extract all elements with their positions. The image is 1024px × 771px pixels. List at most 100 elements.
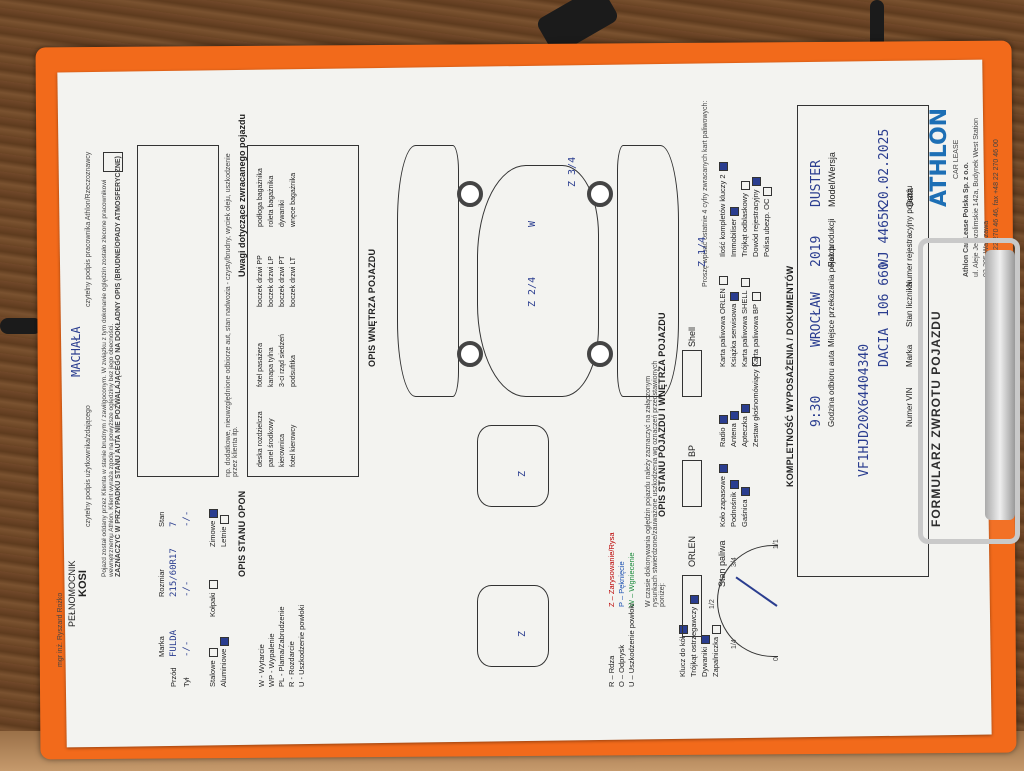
car-side-view-2 (617, 145, 679, 397)
agent-name: mgr inż. Ryszard Rożko (57, 592, 64, 667)
card-orlen-input[interactable] (682, 575, 702, 637)
damage-legend: Z – Zarysowanie/Rysa P – Pęknięcie W – W… (607, 532, 637, 607)
wheel (457, 341, 483, 367)
legend-item: U - Uszkodzenie powłoki (297, 604, 306, 687)
card-shell-label: Shell (687, 326, 697, 347)
tyre-type[interactable]: Stalowe (207, 617, 218, 687)
equipment-item[interactable]: Karta paliwowa ORLEN (717, 276, 728, 367)
tyre-type[interactable]: Letnie (218, 477, 229, 547)
equipment-item[interactable]: Radio (717, 357, 728, 447)
equipment-col2: Karta paliwowa ORLEN Książka serwisowa K… (717, 276, 761, 367)
equipment-item[interactable]: Podnośnik (728, 464, 739, 527)
wheel (457, 181, 483, 207)
car-side-view (397, 145, 459, 397)
interior-row-label: podłoga bagażnika (257, 168, 264, 227)
wheel (587, 341, 613, 367)
tyre-cell: FULDA (169, 629, 179, 657)
equipment-item[interactable]: Gaśnica (739, 464, 750, 527)
legend-item: Z – Zarysowanie/Rysa (607, 532, 616, 607)
interior-row-label: wnęce bagażnika (290, 172, 297, 227)
interior-row-label: roleta bagażnika (268, 175, 275, 227)
notes-input[interactable] (137, 145, 219, 477)
tyre-type[interactable]: Aluminiowe (218, 617, 229, 687)
legend-item: U – Uszkodzenie powłoki (627, 603, 636, 687)
equipment-item[interactable]: Apteczka (739, 357, 750, 447)
damage-mark: Z (517, 470, 528, 477)
equipment-col1: Ilość kompletów kluczy 2 Immobiliser Tró… (717, 162, 772, 257)
damage-mark: Z 1/4 (697, 236, 708, 267)
equipment-item[interactable]: Polisa ubezp. OC (761, 162, 772, 257)
legend-item: W - Wytarcie (257, 644, 266, 687)
gauge-tick: 1/4 (731, 639, 738, 649)
car-top-view (477, 165, 599, 397)
tyre-cell: 215/60R17 (169, 548, 179, 597)
equipment-item[interactable]: Antena (728, 357, 739, 447)
godzina-label: Godzina odbioru auta (827, 350, 836, 428)
tyre-col: Stan (157, 511, 166, 527)
tyre-col: Marka (157, 636, 166, 657)
equipment-item[interactable]: Ilość kompletów kluczy 2 (717, 162, 728, 257)
interior-row-label: podsufitka (290, 355, 297, 387)
gauge-tick: 3/4 (731, 557, 738, 567)
rok-value: 2019 (809, 235, 824, 267)
clipboard-clip-bar (985, 250, 1015, 520)
equipment-item[interactable]: Karta paliwowa BP (750, 276, 761, 367)
damage-mark: Z 2/4 (527, 276, 538, 307)
equipment-item[interactable]: Immobiliser (728, 162, 739, 257)
tyre-type[interactable]: Zimowe (207, 477, 218, 547)
car-rear-view (477, 425, 549, 507)
legend-item: WP - Wypalenie (267, 633, 276, 687)
legend-item: P – Pęknięcie (617, 561, 626, 607)
equipment-item[interactable]: Książka serwisowa (728, 276, 739, 367)
tyre-cell: Przód (169, 667, 178, 687)
equipment-item[interactable]: Dowód rejestracyjny (750, 162, 761, 257)
legend-item: O – Odprysk (617, 644, 626, 687)
interior-row-label: boczek drzwi PP (257, 255, 264, 307)
legend-item: R – Rdza (607, 655, 616, 687)
vin-value: VF1HJD20X64404340 (857, 343, 872, 477)
interior-legend: W - Wytarcie WP - Wypalenie PL - Plama/Z… (257, 605, 307, 687)
logo-subtitle: CAR LEASE (953, 139, 960, 179)
interior-row-label: fotel pasażera (257, 343, 264, 387)
reg-value: WJ 4465K (877, 204, 892, 267)
interior-row-label: fotel kierowcy (290, 424, 297, 467)
tyre-col: Rozmiar (157, 569, 166, 597)
consent-title: ZAZNACZYĆ W PRZYPADKU STANU AUTA NIE POZ… (115, 156, 122, 577)
card-bp-input[interactable] (682, 460, 702, 507)
reg-label: Numer rejestracyjny pojazdu (905, 185, 914, 287)
equipment-item[interactable]: Trójkąt odblaskowy (739, 162, 750, 257)
athlon-logo: ATHLON (927, 107, 952, 207)
damage-legend-2: R – Rdza O – Odprysk U – Uszkodzenie pow… (607, 603, 637, 687)
interior-row-label: boczek drzwi PT (279, 255, 286, 307)
legend-item: W – Wgniecenie (627, 552, 636, 607)
stamp-text: KOSI (77, 570, 89, 597)
miejsce-value: WROCŁAW (809, 292, 824, 347)
tyre-table: Marka Rozmiar Stan Przód FULDA 215/60R17… (157, 497, 192, 687)
equipment-item[interactable]: Karta paliwowa SHELL (739, 276, 750, 367)
damage-mark: Z 3/4 (567, 156, 578, 187)
cable (870, 0, 884, 48)
damage-mark: W (527, 220, 538, 227)
legend-item: PL - Plama/Zabrudzenie (277, 606, 286, 687)
interior-row-label: deska rozdzielcza (257, 411, 264, 467)
interior-row-label: boczek drzwi LP (268, 256, 275, 307)
miejsce-label: Miejsce przekazania pojazdu (827, 244, 836, 347)
legend-item: R - Rozdarcie (287, 641, 296, 687)
tyre-type[interactable]: Kołpaki (207, 547, 218, 617)
damage-mark: Z (517, 630, 528, 637)
tyre-cell: -/- (182, 580, 192, 597)
equipment-col4: Koło zapasowe Podnośnik Gaśnica (717, 464, 750, 527)
marka-value: DACIA (877, 327, 892, 367)
cable (0, 318, 42, 334)
godzina-value: 9:30 (809, 395, 824, 427)
interior-row-label: kanapa tylna (268, 347, 275, 387)
tyre-cell: Tył (182, 677, 191, 687)
equipment-item[interactable]: Zapalniczka (710, 595, 721, 677)
model-value: DUSTER (809, 160, 824, 207)
equipment-item[interactable]: Zestaw głośnomówiący (750, 357, 761, 447)
gauge-tick: 0 (773, 657, 780, 661)
signer-title: PEŁNOMOCNIK (67, 560, 77, 627)
equipment-item[interactable]: Koło zapasowe (717, 464, 728, 527)
card-orlen-label: ORLEN (687, 535, 697, 567)
card-shell-input[interactable] (682, 350, 702, 397)
